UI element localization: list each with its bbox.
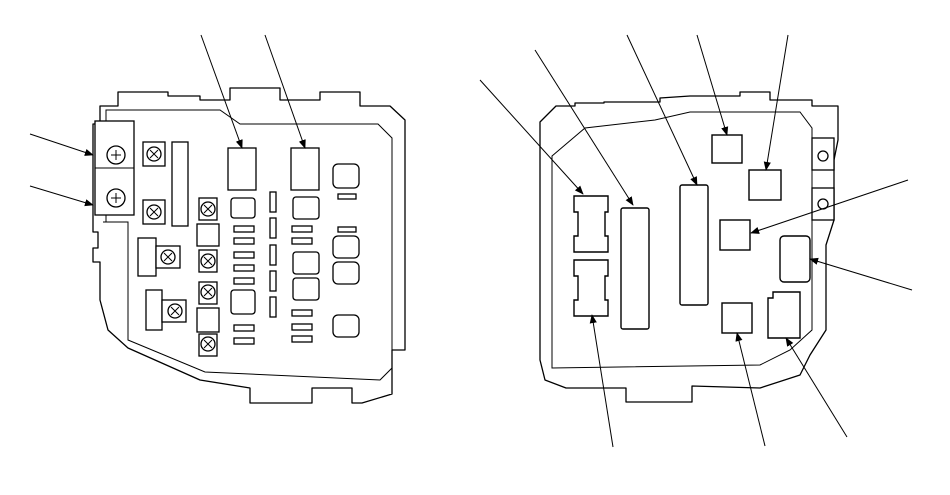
front-fuse-7 — [332, 235, 360, 259]
rear-pointer-6 — [750, 179, 909, 234]
front-blade-fuse-1 — [269, 191, 277, 213]
front-fuse-5 — [292, 277, 320, 301]
front-main-fuse-bar — [171, 141, 189, 227]
front-pointer-1 — [29, 133, 94, 156]
front-mini-fuse-4 — [233, 264, 255, 272]
rear-pointer-1 — [479, 79, 584, 195]
front-mini-fuse-3 — [233, 251, 255, 259]
front-fuse-2 — [230, 289, 256, 315]
front-mini-fuse-9 — [291, 237, 313, 245]
rear-mount-hole-1 — [817, 150, 829, 162]
rear-square-connector-2 — [748, 169, 782, 201]
front-mini-fuse-14 — [337, 226, 357, 233]
rear-pointer-2 — [534, 49, 634, 206]
front-fuse-3 — [292, 196, 320, 220]
rear-square-connector-1 — [711, 134, 743, 164]
front-mini-fuse-1 — [233, 225, 255, 233]
rear-pointer-9 — [735, 332, 766, 447]
rear-inner-rim — [551, 111, 813, 369]
front-pointer-2 — [29, 185, 94, 207]
rear-keyed-connector — [767, 291, 801, 339]
front-mini-fuse-13 — [337, 193, 357, 200]
cross-icon-1 — [149, 149, 159, 159]
cross-icon-5 — [203, 204, 213, 214]
rear-square-connector-4 — [721, 302, 753, 334]
rear-connector-2 — [573, 259, 609, 317]
front-small-fuse-block-2 — [145, 289, 163, 331]
front-relay-1 — [227, 147, 257, 191]
rear-pointer-10 — [785, 337, 848, 438]
front-inner-rim — [103, 109, 393, 381]
cross-icon-8 — [203, 339, 213, 349]
front-blade-fuse-3 — [269, 244, 277, 266]
plus-icon-2 — [111, 193, 121, 203]
rear-pointer-8 — [589, 314, 614, 448]
front-mini-fuse-6 — [233, 324, 255, 332]
front-mini-fuse-11 — [291, 323, 313, 331]
rear-long-connector-2 — [679, 184, 709, 306]
front-pointer-4 — [264, 34, 306, 149]
front-pointer-3 — [200, 34, 243, 149]
front-fuse-9 — [332, 314, 360, 338]
front-view — [29, 34, 406, 404]
front-relay-2 — [290, 147, 320, 191]
front-mini-fuse-5 — [233, 277, 255, 285]
front-small-fuse-block-1 — [137, 237, 157, 277]
cross-icon-6 — [203, 256, 213, 266]
front-fuse-4 — [292, 251, 320, 275]
plus-icon-1 — [111, 150, 121, 160]
rear-housing-outline — [539, 91, 839, 403]
front-blade-fuse-5 — [269, 296, 277, 318]
cross-icon-2 — [149, 207, 159, 217]
rear-square-connector-3 — [719, 219, 751, 251]
front-fuse-slot-a — [196, 223, 220, 247]
cross-icon-3 — [163, 252, 173, 262]
cross-icon-4 — [170, 306, 180, 316]
front-mini-fuse-10 — [291, 309, 313, 317]
front-fuse-8 — [332, 261, 360, 285]
rear-rounded-connector — [779, 235, 811, 283]
rear-pointer-7 — [809, 257, 913, 291]
front-blade-fuse-2 — [269, 217, 277, 239]
rear-pointer-5 — [763, 34, 789, 171]
front-mini-fuse-7 — [233, 337, 255, 345]
front-mini-fuse-8 — [291, 225, 313, 233]
rear-pointer-4 — [696, 34, 729, 136]
rear-connector-1 — [573, 195, 609, 253]
front-fuse-1 — [230, 197, 256, 219]
front-blade-fuse-4 — [269, 270, 277, 292]
rear-pointer-3 — [626, 34, 698, 186]
rear-long-connector-1 — [620, 207, 650, 330]
cross-icon-7 — [203, 287, 213, 297]
front-fuse-6 — [332, 163, 360, 189]
front-housing-outline — [92, 87, 406, 404]
front-mini-fuse-2 — [233, 237, 255, 245]
front-mini-fuse-12 — [291, 335, 313, 343]
rear-view — [479, 34, 913, 448]
front-fuse-slot-b — [196, 307, 220, 333]
